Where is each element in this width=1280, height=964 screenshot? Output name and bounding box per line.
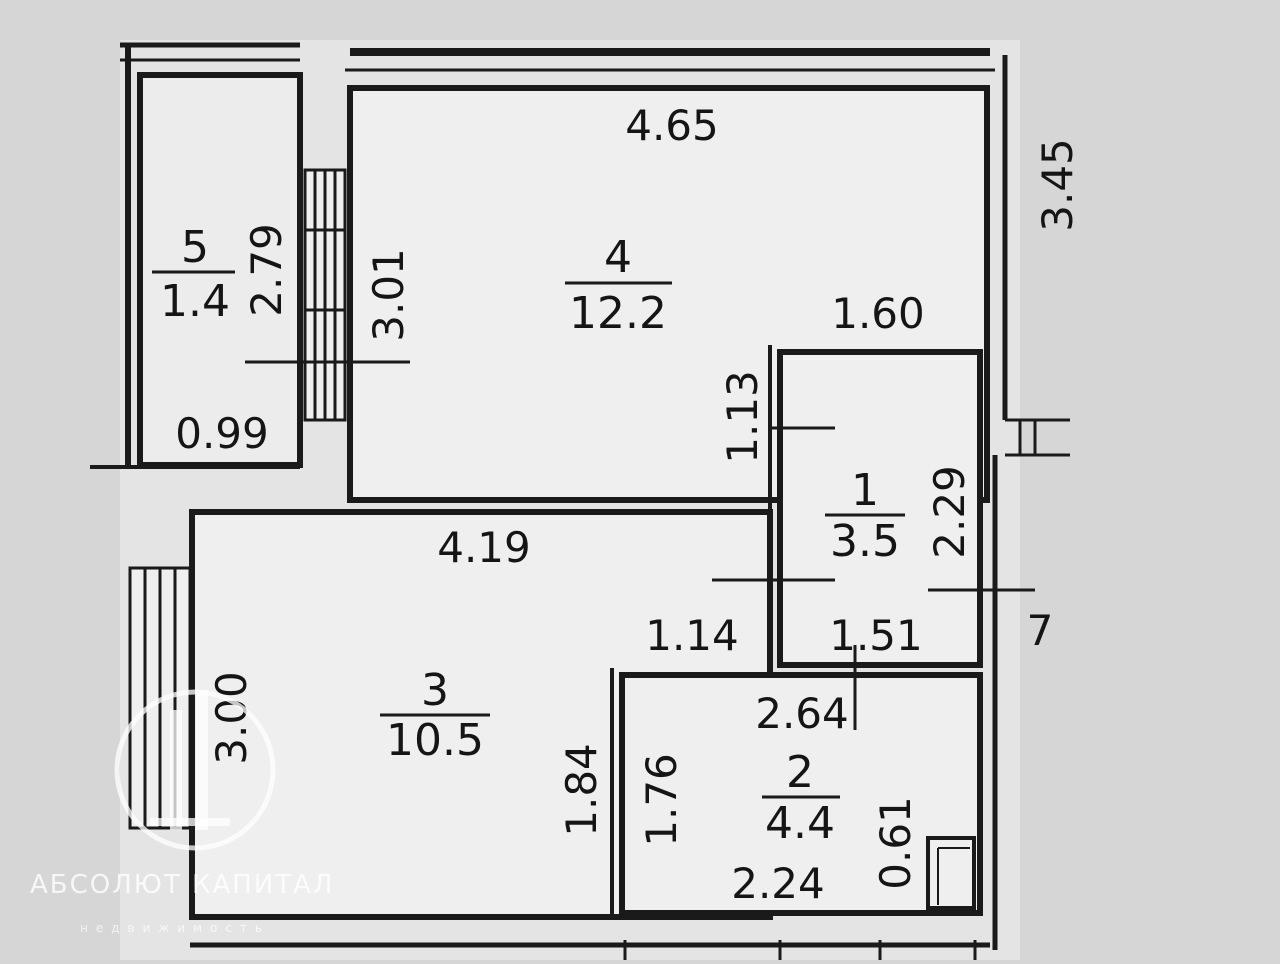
- watermark: АБСОЛЮТ КАПИТАЛ недвижимость: [30, 689, 334, 935]
- room-2-area: 4.4: [765, 798, 835, 849]
- dim-1-13: 1.13: [718, 370, 767, 464]
- dim-2-79: 2.79: [242, 223, 291, 317]
- dim-7: 7: [1027, 606, 1054, 655]
- room-4-number: 4: [604, 232, 632, 283]
- dim-4-65: 4.65: [625, 101, 719, 150]
- dim-2-24: 2.24: [731, 859, 825, 908]
- dim-3-01: 3.01: [364, 248, 413, 342]
- watermark-title: АБСОЛЮТ КАПИТАЛ: [30, 870, 334, 900]
- room-1-area: 3.5: [830, 516, 900, 567]
- dimension-lines: [245, 360, 1035, 730]
- dim-4-19: 4.19: [437, 523, 531, 572]
- room-1: [777, 349, 983, 668]
- watermark-subtitle: недвижимость: [80, 921, 270, 935]
- room-4-label: 4 12.2: [565, 232, 672, 339]
- watermark-logo-icon: [114, 689, 276, 851]
- balcony-door: [303, 168, 347, 422]
- room-4-area: 12.2: [569, 288, 667, 339]
- dim-0-61: 0.61: [871, 796, 920, 890]
- dim-3-45: 3.45: [1033, 138, 1082, 232]
- room-3-number: 3: [421, 665, 449, 716]
- dim-1-84: 1.84: [557, 743, 606, 837]
- room-3-label: 3 10.5: [380, 665, 490, 766]
- exterior-walls: [190, 48, 1070, 950]
- room-1-label: 1 3.5: [825, 465, 905, 567]
- room-1-number: 1: [851, 465, 879, 516]
- lower-edge: [623, 940, 977, 960]
- ventilation-shaft: [926, 836, 976, 910]
- room-5-area: 1.4: [160, 276, 230, 327]
- dim-1-60: 1.60: [831, 289, 925, 338]
- dim-1-14: 1.14: [645, 611, 739, 660]
- room-5-label: 5 1.4: [152, 222, 235, 327]
- room-2: [619, 672, 983, 916]
- dim-2-64: 2.64: [755, 689, 849, 738]
- room-2-label: 2 4.4: [762, 747, 840, 849]
- room-2-number: 2: [786, 747, 814, 798]
- dim-1-51: 1.51: [829, 611, 923, 660]
- dim-1-76: 1.76: [637, 753, 686, 847]
- dim-3-00: 3.00: [207, 671, 256, 765]
- dim-0-99: 0.99: [175, 409, 269, 458]
- room-5-number: 5: [181, 222, 209, 273]
- room-3-area: 10.5: [386, 715, 484, 766]
- dim-2-29: 2.29: [925, 465, 974, 559]
- room-5: [137, 72, 303, 468]
